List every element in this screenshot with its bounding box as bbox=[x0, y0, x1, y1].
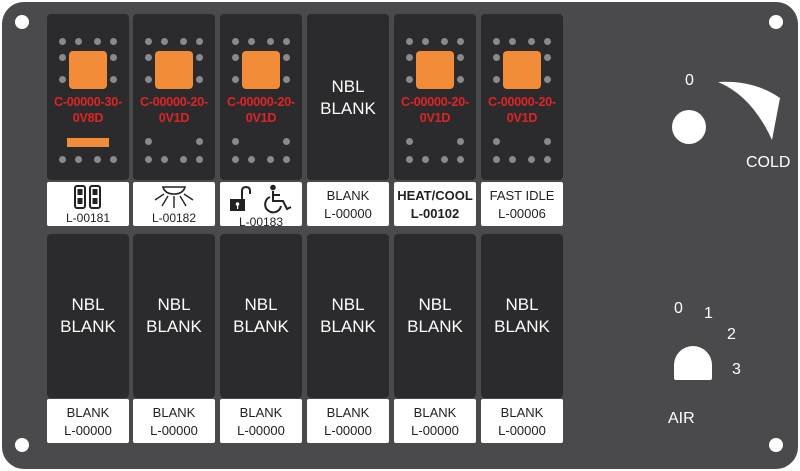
top-label-2: L-00182 bbox=[133, 182, 215, 226]
bottom-label-4: BLANK L-00000 bbox=[307, 399, 389, 443]
air-position-1: 1 bbox=[704, 305, 713, 322]
mount-hole-top-left bbox=[15, 15, 29, 29]
indicator-lamp bbox=[242, 51, 280, 89]
temp-knob[interactable] bbox=[672, 110, 706, 144]
label-code: L-00000 bbox=[64, 423, 112, 438]
top-switch-5[interactable]: C-00000-20-0V1D bbox=[394, 14, 476, 180]
air-position-0: 0 bbox=[674, 300, 683, 317]
label-title: BLANK bbox=[500, 405, 544, 420]
bottom-label-1: BLANK L-00000 bbox=[47, 399, 129, 443]
switch-icon bbox=[74, 185, 101, 209]
top-label-6: FAST IDLE L-00006 bbox=[481, 182, 563, 226]
switch-code: C-00000-20-0V1D bbox=[227, 95, 295, 125]
label-title: BLANK bbox=[152, 405, 196, 420]
label-code: L-00000 bbox=[498, 423, 546, 438]
indicator-lamp bbox=[416, 51, 454, 89]
label-code: L-00006 bbox=[498, 206, 546, 221]
label-title: HEAT/COOL bbox=[397, 188, 473, 203]
top-label-3: L-00183 bbox=[220, 182, 302, 229]
label-code: L-00000 bbox=[324, 423, 372, 438]
label-code: L-00181 bbox=[65, 211, 111, 225]
wheelchair-icon bbox=[264, 184, 292, 214]
temp-knob-label: COLD bbox=[746, 154, 791, 171]
label-title: BLANK bbox=[413, 405, 457, 420]
label-code: L-00183 bbox=[238, 215, 284, 229]
label-code: L-00182 bbox=[151, 211, 197, 225]
label-title: FAST IDLE bbox=[489, 188, 555, 203]
top-label-1: L-00181 bbox=[47, 182, 129, 226]
label-code: L-00000 bbox=[237, 423, 285, 438]
light-icon bbox=[154, 186, 194, 208]
cold-wedge-icon bbox=[718, 81, 780, 140]
bottom-label-6: BLANK L-00000 bbox=[481, 399, 563, 443]
indicator-lamp bbox=[503, 51, 541, 89]
label-code: L-00000 bbox=[411, 423, 459, 438]
air-position-3: 3 bbox=[732, 361, 741, 378]
mount-hole-bottom-right bbox=[769, 438, 783, 452]
mount-hole-bottom-left bbox=[15, 438, 29, 452]
switch-code: C-00000-20-0V1D bbox=[488, 95, 556, 125]
indicator-bar bbox=[67, 138, 109, 147]
unlock-icon bbox=[230, 185, 251, 211]
top-switch-3[interactable]: C-00000-20-0V1D bbox=[220, 14, 302, 180]
label-title: BLANK bbox=[66, 405, 110, 420]
label-title: BLANK bbox=[326, 405, 370, 420]
top-switch-1[interactable]: C-00000-30-0V8D bbox=[47, 14, 129, 180]
indicator-lamp bbox=[155, 51, 193, 89]
top-label-5: HEAT/COOL L-00102 bbox=[394, 182, 476, 226]
mount-hole-top-right bbox=[769, 15, 783, 29]
top-label-4: BLANK L-00000 bbox=[307, 182, 389, 226]
switch-code: C-00000-30-0V8D bbox=[54, 95, 122, 125]
label-code: L-00102 bbox=[410, 206, 460, 221]
top-switch-6[interactable]: C-00000-20-0V1D bbox=[481, 14, 563, 180]
bottom-label-2: BLANK L-00000 bbox=[133, 399, 215, 443]
switch-code: C-00000-20-0V1D bbox=[140, 95, 208, 125]
air-knob[interactable] bbox=[674, 346, 712, 380]
top-switch-2[interactable]: C-00000-20-0V1D bbox=[133, 14, 215, 180]
indicator-lamp bbox=[69, 51, 107, 89]
label-code: L-00000 bbox=[324, 206, 372, 221]
label-title: BLANK bbox=[239, 405, 283, 420]
label-code: L-00000 bbox=[150, 423, 198, 438]
air-position-2: 2 bbox=[727, 326, 736, 343]
bottom-label-3: BLANK L-00000 bbox=[220, 399, 302, 443]
air-knob-label: AIR bbox=[668, 410, 695, 427]
temp-zero-label: 0 bbox=[685, 72, 694, 89]
bottom-label-5: BLANK L-00000 bbox=[394, 399, 476, 443]
switch-code: C-00000-20-0V1D bbox=[401, 95, 469, 125]
label-title: BLANK bbox=[326, 188, 370, 203]
